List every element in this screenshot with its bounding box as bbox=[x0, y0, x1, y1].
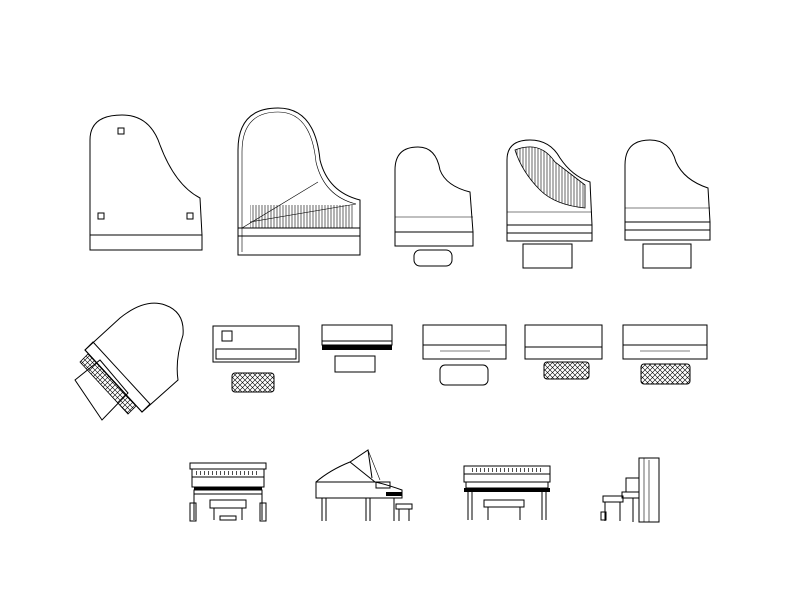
grand-plan-harp bbox=[506, 139, 593, 269]
keyboard-plan bbox=[212, 325, 300, 393]
upright-plan-d bbox=[622, 324, 708, 385]
grand-plan-bench bbox=[624, 139, 711, 269]
upright-plan-a bbox=[321, 324, 393, 373]
baby-grand-plan-bench bbox=[394, 146, 474, 267]
upright-front bbox=[189, 462, 267, 522]
upright-front-bench bbox=[463, 465, 551, 520]
upright-plan-c bbox=[524, 324, 603, 380]
upright-side bbox=[600, 457, 660, 523]
grand-side bbox=[315, 449, 413, 521]
grand-plan-strings bbox=[237, 107, 361, 256]
grand-plan-rotated bbox=[74, 302, 184, 421]
grand-plan-open-lid bbox=[89, 114, 203, 251]
upright-plan-b bbox=[422, 324, 507, 386]
